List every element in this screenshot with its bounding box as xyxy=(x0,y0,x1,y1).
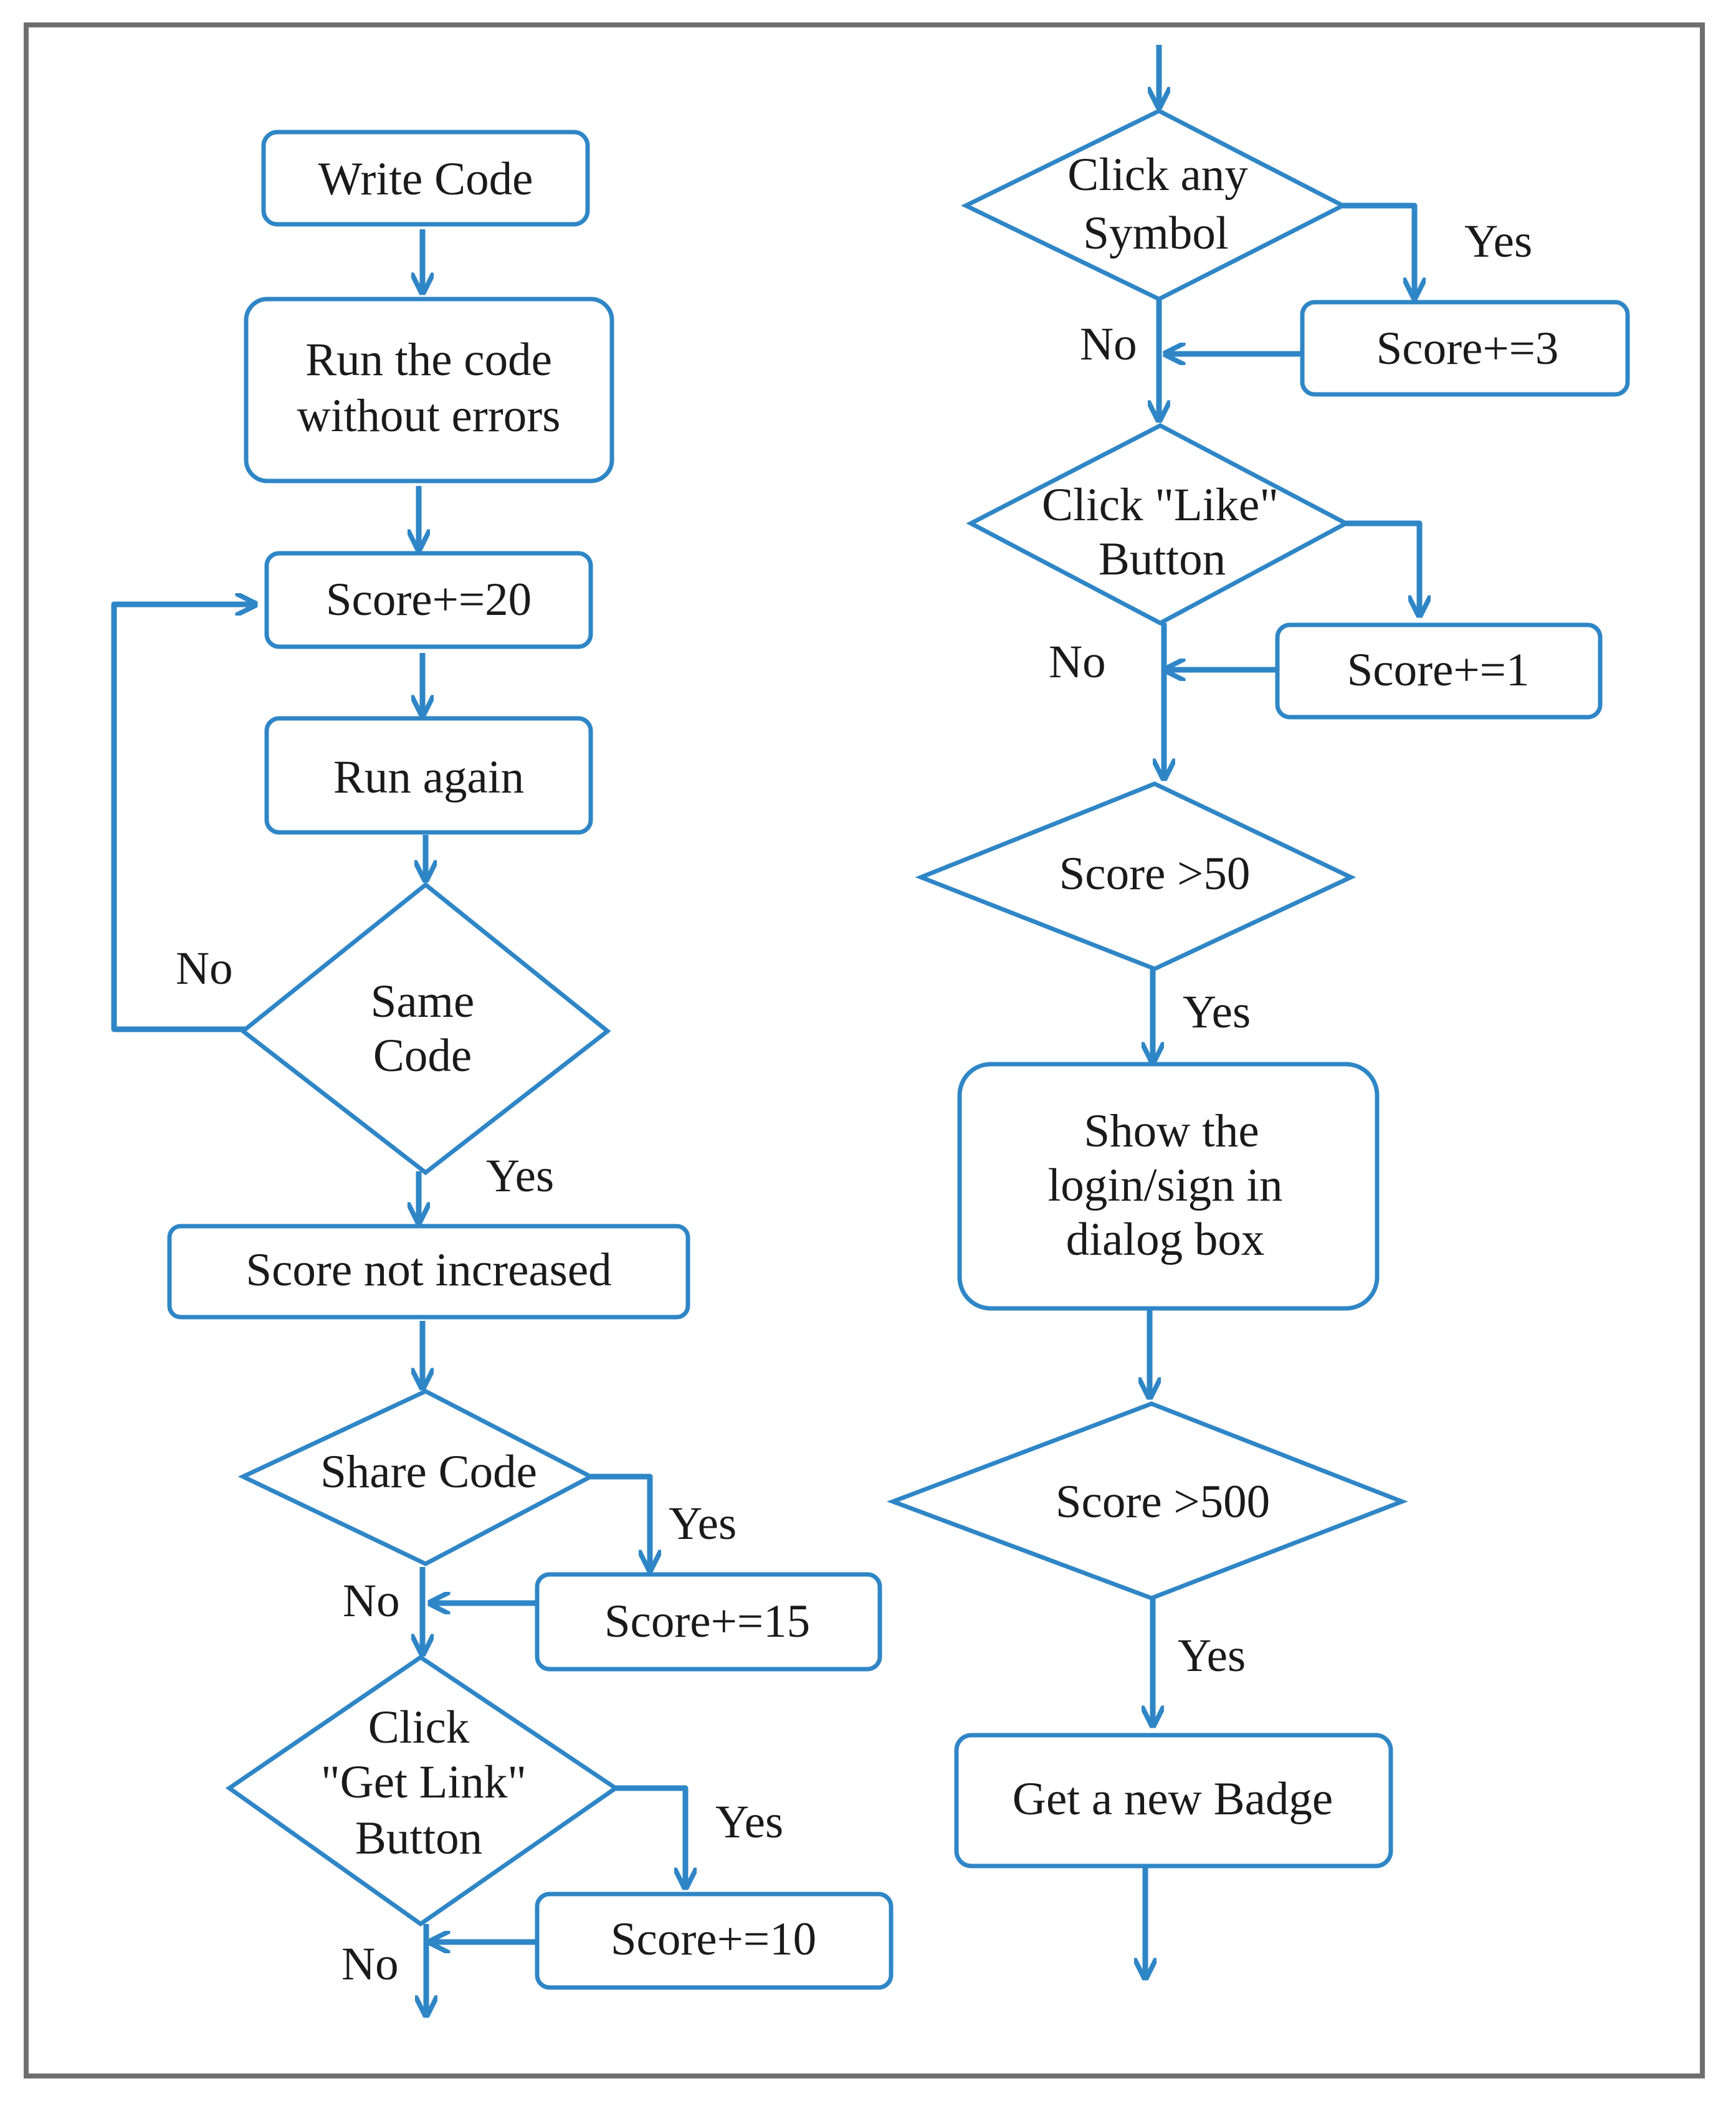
decision-same-code-line1: Same xyxy=(371,976,475,1027)
node-get-badge: Get a new Badge xyxy=(954,1733,1393,1869)
click-like-no-label: No xyxy=(1049,636,1106,688)
same-code-yes-label: Yes xyxy=(486,1150,554,1202)
node-run-again: Run again xyxy=(264,716,593,835)
node-show-dialog-line3: dialog box xyxy=(1066,1214,1265,1265)
node-score-1-label: Score+=1 xyxy=(1347,644,1530,696)
node-show-dialog-line1: Show the xyxy=(1084,1105,1259,1157)
node-score-1: Score+=1 xyxy=(1275,622,1603,720)
node-show-dialog: Show the login/sign in dialog box xyxy=(957,1062,1380,1311)
score-500-yes-label: Yes xyxy=(1178,1630,1246,1682)
arrow-share-yes xyxy=(591,1473,650,1570)
decision-get-link-line2: "Get Link" xyxy=(321,1756,527,1808)
node-write-code-label: Write Code xyxy=(318,153,533,205)
node-score-3-label: Score+=3 xyxy=(1376,323,1559,374)
share-code-no-label: No xyxy=(343,1575,400,1627)
node-score-not-increased-label: Score not increased xyxy=(246,1244,611,1296)
decision-click-symbol: Click any Symbol xyxy=(961,108,1348,302)
decision-get-link-line3: Button xyxy=(355,1812,482,1864)
node-score-20-label: Score+=20 xyxy=(326,574,532,626)
node-score-not-increased: Score not increased xyxy=(167,1224,690,1320)
decision-click-like: Click "Like" Button xyxy=(966,423,1351,626)
decision-share-code: Share Code xyxy=(237,1389,596,1566)
node-write-code: Write Code xyxy=(261,130,590,227)
connectors-right xyxy=(1145,45,1419,1978)
share-code-yes-label: Yes xyxy=(669,1498,737,1550)
node-run-code: Run the code without errors xyxy=(244,297,614,483)
node-get-badge-label: Get a new Badge xyxy=(1013,1773,1333,1825)
decision-score-500: Score >500 xyxy=(887,1401,1408,1601)
score-50-yes-label: Yes xyxy=(1183,986,1251,1038)
node-run-again-label: Run again xyxy=(333,751,524,803)
same-code-no-label: No xyxy=(176,943,233,994)
arrow-symbol-yes xyxy=(1343,202,1414,298)
node-score-3: Score+=3 xyxy=(1300,300,1630,397)
get-link-yes-label: Yes xyxy=(715,1796,783,1848)
click-symbol-no-label: No xyxy=(1080,318,1137,370)
arrow-like-yes xyxy=(1346,520,1419,616)
decision-share-code-label: Share Code xyxy=(320,1446,537,1498)
decision-click-symbol-line2: Symbol xyxy=(1083,207,1228,259)
connectors-left xyxy=(111,229,685,2016)
node-score-15: Score+=15 xyxy=(535,1572,882,1672)
node-run-code-line1: Run the code xyxy=(305,334,552,386)
decision-get-link-line1: Click xyxy=(368,1702,470,1753)
arrow-getlink-yes xyxy=(616,1785,685,1888)
node-score-20: Score+=20 xyxy=(264,551,593,649)
decision-score-50-label: Score >50 xyxy=(1059,848,1251,900)
decision-click-like-line1: Click "Like" xyxy=(1042,479,1279,531)
decision-same-code-line2: Code xyxy=(373,1030,472,1082)
decision-score-500-label: Score >500 xyxy=(1056,1476,1270,1528)
node-show-dialog-line2: login/sign in xyxy=(1047,1159,1282,1211)
node-score-15-label: Score+=15 xyxy=(604,1596,810,1647)
get-link-no-label: No xyxy=(341,1938,399,1990)
decision-click-like-line2: Button xyxy=(1099,533,1226,585)
decision-same-code: Same Code xyxy=(239,882,611,1176)
node-score-10: Score+=10 xyxy=(535,1892,894,1990)
click-symbol-yes-label: Yes xyxy=(1464,216,1532,267)
node-run-code-line2: without errors xyxy=(297,390,561,442)
decision-score-50: Score >50 xyxy=(915,781,1357,971)
node-score-10-label: Score+=10 xyxy=(611,1913,816,1965)
arrow-samecode-no-loop xyxy=(111,604,255,1032)
decision-click-symbol-line1: Click any xyxy=(1067,149,1248,201)
decision-get-link: Click "Get Link" Button xyxy=(225,1654,620,1927)
